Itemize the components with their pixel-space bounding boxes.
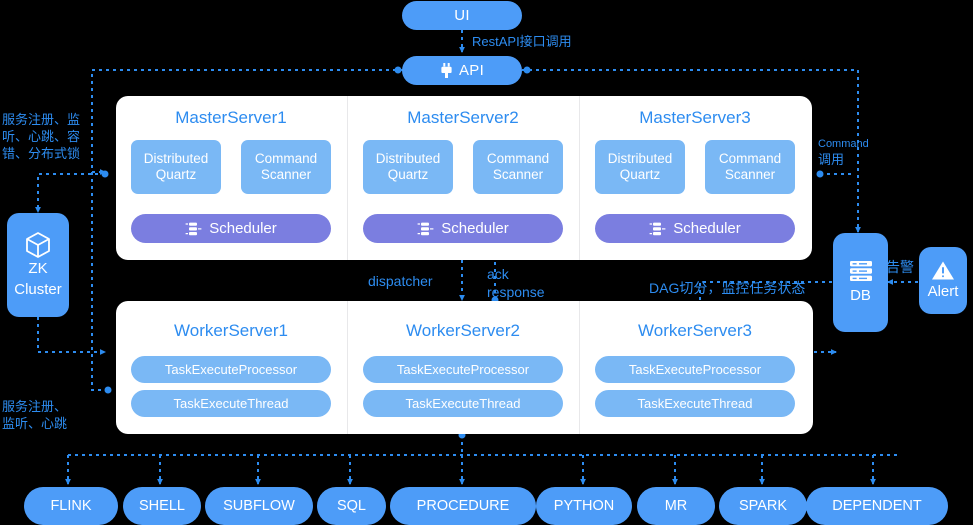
task-type-label: PYTHON	[553, 498, 615, 514]
zk-cluster-node[interactable]: ZK Cluster	[7, 213, 69, 317]
task-type-label: SQL	[336, 498, 366, 514]
zk-label-line1: ZK	[28, 260, 48, 278]
dispatcher-label: dispatcher	[368, 273, 433, 289]
ui-node[interactable]: UI	[402, 1, 522, 30]
restapi-label: RestAPI接口调用	[472, 34, 572, 49]
scheduler-label-1: Scheduler	[209, 220, 277, 237]
task-execute-thread-1[interactable]: TaskExecuteThread	[131, 390, 331, 417]
task-execute-processor-1[interactable]: TaskExecuteProcessor	[131, 356, 331, 383]
warning-triangle-icon	[932, 261, 954, 280]
alert-node[interactable]: Alert	[919, 247, 967, 314]
distributed-quartz-2[interactable]: Distributed Quartz	[363, 140, 453, 194]
task-execute-thread-label-1: TaskExecuteThread	[173, 396, 289, 411]
scheduler-2[interactable]: Scheduler	[363, 214, 563, 243]
command-scanner-2[interactable]: Command Scanner	[473, 140, 563, 194]
edge-zk-right-bus	[91, 172, 108, 391]
dag-label: DAG切分，监控任务状态	[649, 280, 806, 296]
master-divider-1	[347, 96, 348, 260]
task-execute-processor-label-1: TaskExecuteProcessor	[164, 362, 298, 377]
task-type-label: PROCEDURE	[416, 498, 510, 514]
command-scanner-3[interactable]: Command Scanner	[705, 140, 795, 194]
edge-zk-top-feed	[35, 173, 105, 213]
task-type-flink[interactable]: FLINK	[24, 487, 118, 525]
command-scanner-label-2: Command Scanner	[486, 150, 550, 182]
server-stack-icon	[185, 222, 202, 235]
server-stack-icon	[417, 222, 434, 235]
command-scanner-label-1: Command Scanner	[254, 150, 318, 182]
master-title-3: MasterServer3	[639, 108, 751, 127]
db-label: DB	[850, 286, 871, 304]
command-cn-label: 调用	[818, 152, 845, 167]
alert-edge-label: 告警	[886, 259, 914, 275]
task-type-shell[interactable]: SHELL	[123, 487, 201, 525]
distributed-quartz-3[interactable]: Distributed Quartz	[595, 140, 685, 194]
worker-title-1: WorkerServer1	[174, 321, 288, 340]
server-stack-icon	[649, 222, 666, 235]
db-node[interactable]: DB	[833, 233, 888, 332]
ui-label: UI	[454, 7, 470, 24]
worker-divider-2	[579, 301, 580, 434]
task-execute-processor-3[interactable]: TaskExecuteProcessor	[595, 356, 795, 383]
task-type-mr[interactable]: MR	[637, 487, 715, 525]
task-execute-processor-label-2: TaskExecuteProcessor	[396, 362, 530, 377]
alert-label: Alert	[927, 282, 959, 300]
edge-zk-bottom-feed	[37, 317, 106, 355]
task-type-label: SPARK	[738, 498, 788, 514]
task-type-spark[interactable]: SPARK	[719, 487, 807, 525]
task-execute-processor-label-3: TaskExecuteProcessor	[628, 362, 762, 377]
task-execute-processor-2[interactable]: TaskExecuteProcessor	[363, 356, 563, 383]
task-execute-thread-2[interactable]: TaskExecuteThread	[363, 390, 563, 417]
task-type-procedure[interactable]: PROCEDURE	[390, 487, 536, 525]
task-type-label: DEPENDENT	[832, 498, 922, 514]
api-node[interactable]: API	[402, 56, 522, 85]
worker-title-2: WorkerServer2	[406, 321, 520, 340]
distributed-quartz-label-3: Distributed Quartz	[607, 150, 673, 182]
scheduler-label-3: Scheduler	[673, 220, 741, 237]
task-type-label: MR	[664, 498, 688, 514]
zk-bottom-note: 服务注册、 监听、心跳	[2, 399, 68, 431]
scheduler-1[interactable]: Scheduler	[131, 214, 331, 243]
distributed-quartz-label-2: Distributed Quartz	[375, 150, 441, 182]
task-type-subflow[interactable]: SUBFLOW	[205, 487, 313, 525]
command-scanner-label-3: Command Scanner	[718, 150, 782, 182]
distributed-quartz-label-1: Distributed Quartz	[143, 150, 209, 182]
zk-label-line2: Cluster	[14, 281, 62, 298]
ack-response-label: ack response	[487, 266, 545, 301]
worker-divider-1	[347, 301, 348, 434]
task-type-label: SHELL	[139, 498, 185, 514]
cube-icon	[26, 232, 50, 259]
command-scanner-1[interactable]: Command Scanner	[241, 140, 331, 194]
task-execute-thread-3[interactable]: TaskExecuteThread	[595, 390, 795, 417]
master-title-1: MasterServer1	[175, 108, 287, 127]
task-type-label: SUBFLOW	[223, 498, 295, 514]
master-title-2: MasterServer2	[407, 108, 519, 127]
master-divider-2	[579, 96, 580, 260]
plug-icon	[441, 63, 452, 78]
database-icon	[849, 260, 872, 281]
command-en-label: Command	[818, 138, 869, 150]
scheduler-3[interactable]: Scheduler	[595, 214, 795, 243]
scheduler-label-2: Scheduler	[441, 220, 509, 237]
distributed-quartz-1[interactable]: Distributed Quartz	[131, 140, 221, 194]
worker-title-3: WorkerServer3	[638, 321, 752, 340]
task-type-python[interactable]: PYTHON	[536, 487, 632, 525]
api-label: API	[458, 62, 485, 79]
task-execute-thread-label-3: TaskExecuteThread	[637, 396, 753, 411]
task-execute-thread-label-2: TaskExecuteThread	[405, 396, 521, 411]
task-type-label: FLINK	[50, 498, 92, 514]
zk-top-note: 服务注册、监 听、心跳、容 错、分布式锁	[2, 112, 81, 161]
task-type-sql[interactable]: SQL	[317, 487, 386, 525]
task-type-dependent[interactable]: DEPENDENT	[806, 487, 948, 525]
